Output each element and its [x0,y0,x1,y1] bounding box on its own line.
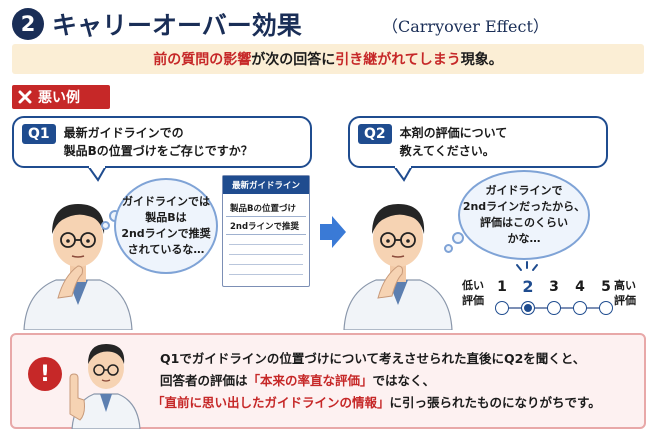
thought-2-line-1: ガイドラインで [485,184,563,197]
thought-2-line-3: 評価はこのくらい [479,216,568,229]
document-header: 最新ガイドライン [223,176,309,194]
selection-highlight-rays [516,261,538,271]
title-number-badge: 2 [12,8,44,40]
bad-example-text: 悪い例 [38,90,80,106]
thought-1-line-3: 2ndラインで推奨 [121,227,211,240]
note-emphasis-honest-evaluation: 「本来の率直な評価」 [247,373,373,388]
rating-option-2-radio [521,301,535,315]
page-title: キャリーオーバー効果 [52,11,302,40]
rating-option-1-radio [495,301,509,315]
rating-option-3-radio [547,301,561,315]
doctor-thinking-illustration-1 [23,204,133,330]
document-line-2: 2ndラインで推奨 [226,217,306,235]
thought-bubble-puff [444,244,453,253]
thought-cloud-1: ガイドラインでは 製品Bは 2ndラインで推奨 されているな… [114,178,218,274]
question-1-pointer [87,166,107,182]
rating-option-4-label: 4 [575,279,585,295]
guideline-document: 最新ガイドライン 製品Bの位置づけ 2ndラインで推奨 [222,175,310,287]
warning-note-text: Q1でガイドラインの位置づけについて考えさせられた直後にQ2を聞くと、 回答者の… [152,348,601,414]
doctor-pointing-illustration [69,344,141,429]
banner-emphasis-2: 引き継がれてしまう [335,52,461,68]
thought-cloud-2: ガイドラインで 2ndラインだったから、 評価はこのくらい かな… [458,170,590,260]
thought-bubble-puff [452,232,464,244]
note-line-2: 回答者の評価は「本来の率直な評価」ではなく、 [160,373,436,388]
note-emphasis-guideline-info: 「直前に思い出したガイドラインの情報」 [152,395,390,410]
x-icon [18,90,32,104]
question-2-pointer [393,166,413,182]
question-1-line-2: 製品Bの位置づけをご存じですか？ [63,144,253,158]
rating-option-5-radio [599,301,613,315]
question-1-box: Q1 最新ガイドラインでの 製品Bの位置づけをご存じですか？ [12,116,312,168]
exclamation-icon: ! [28,357,62,391]
document-line-1: 製品Bの位置づけ [226,199,306,217]
note-line-3: 「直前に思い出したガイドラインの情報」に引っ張られたものになりがちです。 [152,395,601,410]
doctor-thinking-illustration-2 [343,204,453,330]
rating-option-3-label: 3 [549,279,559,295]
thought-2-line-2: 2ndラインだったから、 [462,200,586,213]
banner-emphasis-1: 前の質問の影響 [153,52,252,68]
rating-option-5-label: 5 [601,279,611,295]
page-title-english: （Carryover Effect） [382,17,549,36]
rating-option-2-label: 2 [522,277,534,296]
banner-text-2: 現象。 [460,52,503,68]
banner-text-1: が次の回答に [251,52,336,68]
bad-example-label: 悪い例 [12,85,110,109]
rating-option-1-label: 1 [497,279,507,295]
thought-bubble-puff [101,221,110,230]
thought-1-line-2: 製品Bは [145,211,187,224]
question-2-line-2: 教えてください。 [399,144,495,158]
question-1-tag: Q1 [22,124,56,144]
question-1-line-1: 最新ガイドラインでの [63,126,184,140]
thought-1-line-4: されているな… [127,243,205,256]
rating-high-label: 高い 評価 [614,279,636,307]
question-2-box: Q2 本剤の評価について 教えてください。 [348,116,608,168]
right-arrow-icon [320,216,346,248]
note-line-1: Q1でガイドラインの位置づけについて考えさせられた直後にQ2を聞くと、 [160,351,586,366]
thought-1-line-1: ガイドラインでは [121,195,210,208]
question-2-tag: Q2 [358,124,392,144]
definition-banner: 前の質問の影響 が次の回答に 引き継がれてしまう 現象。 [12,44,644,74]
rating-option-4-radio [573,301,587,315]
question-2-line-1: 本剤の評価について [399,126,508,140]
rating-low-label: 低い 評価 [462,279,484,307]
thought-2-line-4: かな… [507,232,541,245]
